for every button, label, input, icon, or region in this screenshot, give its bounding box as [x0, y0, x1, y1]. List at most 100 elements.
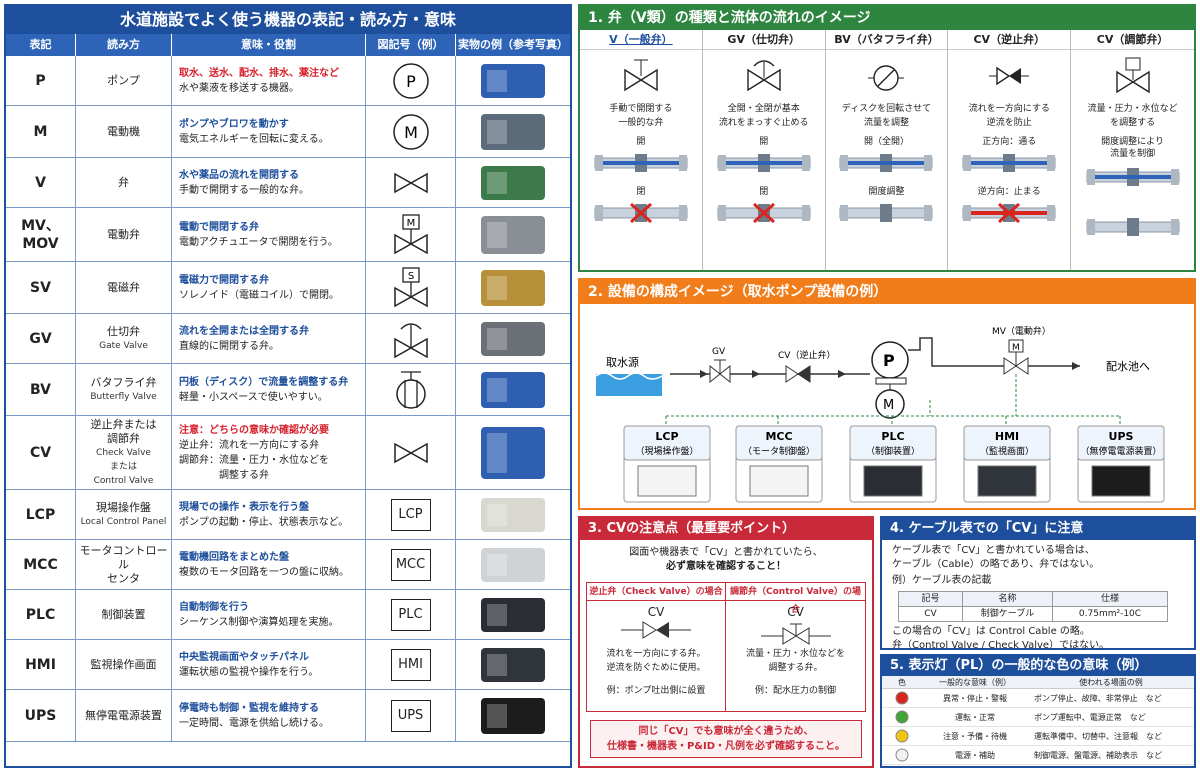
row-reading: 現場操作盤 Local Control Panel — [76, 490, 172, 539]
valve-state-2: 開度調整 — [868, 187, 905, 197]
cable-table: 記号 名称 仕様 CV 制御ケーブル 0.75mm²-10C — [898, 591, 1168, 622]
symbol-icon — [391, 438, 431, 468]
source-label: 取水源 — [606, 355, 639, 369]
box-name: HMI — [995, 430, 1019, 443]
table-row: V 弁 水や薬品の流れを開閉する 手動で開閉する一般的な弁。 — [6, 158, 570, 208]
row-meaning: 電動機回路をまとめた盤 複数のモータ回路を一つの盤に収納。 — [172, 540, 366, 589]
row-meaning: 取水、送水、配水、排水、薬注など 水や薬液を移送する機器。 — [172, 56, 366, 105]
row-symbol: LCP — [366, 490, 456, 539]
row-code: BV — [6, 364, 76, 415]
control-cv-label: CV — [787, 605, 804, 619]
motor-symbol-icon — [875, 389, 905, 419]
table-row: MCC モータコントロール センタ 電動機回路をまとめた盤 複数のモータ回路を一… — [6, 540, 570, 590]
svg-text:M: M — [404, 123, 418, 142]
cable-line-2: ケーブル（Cable）の略であり、弁ではない。 — [892, 559, 1100, 570]
equipment-box-mcc: MCC （モータ制御盤） — [735, 425, 823, 503]
row-symbol: HMI — [366, 640, 456, 689]
header-code: 表記 — [6, 34, 76, 56]
row-code: PLC — [6, 590, 76, 639]
row-meaning: 電動で開閉する弁 電動アクチュエータで開閉を行う。 — [172, 208, 366, 261]
box-sub: （監視画面） — [980, 445, 1034, 457]
row-photo — [456, 640, 570, 689]
equipment-box-lcp: LCP （現場操作盤） — [623, 425, 711, 503]
valve-column: CV（逆止弁） 流れを一方向にする 逆流を防止 正方向：通る 逆方向：止まる — [948, 30, 1072, 270]
row-meaning: 水や薬品の流れを開閉する 手動で開閉する一般的な弁。 — [172, 158, 366, 207]
row-photo — [456, 158, 570, 207]
row-reading: 仕切弁 Gate Valve — [76, 314, 172, 363]
table-header: 表記 読み方 意味・役割 図記号（例） 実物の例（参考写真） — [6, 34, 570, 56]
valve-column: CV（調節弁） 流量・圧力・水位など を調整する 開度調整により 流量を制御 — [1071, 30, 1194, 270]
header-symbol: 図記号（例） — [366, 34, 456, 56]
row-reading: 弁 — [76, 158, 172, 207]
equipment-photo-icon — [481, 165, 545, 200]
row-code: GV — [6, 314, 76, 363]
cv-label: CV（逆止弁） — [778, 349, 835, 361]
row-reading: 電動弁 — [76, 208, 172, 261]
cv-note-2: 仕様書・機器表・P&ID・凡例を必ず確認すること。 — [606, 741, 846, 752]
control-valve-desc: 流量・圧力・水位などを 調整する弁。 — [745, 649, 845, 673]
box-sub: （モータ制御盤） — [743, 445, 815, 457]
table-title: 水道施設でよく使う機器の表記・読み方・意味 — [6, 6, 570, 34]
row-symbol: MCC — [366, 540, 456, 589]
valve-column-head: CV（調節弁） — [1071, 30, 1194, 50]
row-code: CV — [6, 416, 76, 489]
pipe-open-icon — [591, 150, 691, 180]
valve-state-1: 開度調整により 流量を制御 — [1101, 137, 1164, 159]
valve-state-2: 逆方向：止まる — [977, 187, 1041, 197]
control-valve-symbol-icon — [760, 623, 831, 645]
box-name: UPS — [1109, 430, 1134, 443]
cable-foot-1: この場合の「CV」は Control Cable の略。 — [892, 626, 1090, 637]
row-photo — [456, 416, 570, 489]
row-photo — [456, 690, 570, 741]
row-meaning: 流れを全開または全閉する弁 直線的に開閉する弁。 — [172, 314, 366, 363]
lamp-use: ポンプ停止、故障、非常停止 など — [1034, 693, 1162, 703]
row-symbol — [366, 314, 456, 363]
equipment-photo-icon — [481, 321, 545, 356]
valve-symbol-icon — [989, 56, 1030, 100]
symbol-box: MCC — [390, 548, 431, 581]
lamp-meaning: 異常・停止・警報 — [943, 693, 1007, 703]
row-symbol — [366, 364, 456, 415]
lamp-color-icon — [895, 748, 909, 762]
row-symbol: UPS — [366, 690, 456, 741]
row-reading: バタフライ弁 Butterfly Valve — [76, 364, 172, 415]
equipment-table: 水道施設でよく使う機器の表記・読み方・意味 表記 読み方 意味・役割 図記号（例… — [4, 4, 572, 768]
cv-caution-panel: 3. CVの注意点（最重要ポイント） 図面や機器表で「CV」と書かれていたら、 … — [578, 516, 874, 768]
pipe-closed-icon — [1083, 214, 1183, 244]
dest-label: 配水池へ — [1106, 360, 1150, 373]
panel5-title: 5. 表示灯（PL）の一般的な色の意味（例） — [882, 656, 1194, 676]
box-sub: （現場操作盤） — [635, 445, 698, 457]
box-name: MCC — [765, 430, 792, 443]
box-sub: （無停電電源装置） — [1080, 445, 1161, 457]
cable-td-spec: 0.75mm²-10C — [1052, 606, 1168, 622]
lamp-meaning: 電源・補助 — [955, 750, 995, 760]
row-code: MCC — [6, 540, 76, 589]
lamp-rows: 異常・停止・警報 ポンプ停止、故障、非常停止 など 運転・正常 ポンプ運転中、電… — [882, 689, 1194, 765]
cable-example: 例）ケーブル表の記載 — [892, 575, 992, 586]
pipe-closed-icon — [714, 200, 814, 230]
row-reading: 制御装置 — [76, 590, 172, 639]
symbol-icon: M — [391, 112, 431, 152]
table-row: UPS 無停電電源装置 停電時も制御・監視を維持する 一定時間、電源を供給し続け… — [6, 690, 570, 742]
equipment-photo-icon — [481, 497, 545, 532]
valve-column-desc: 手動で開閉する 一般的な弁 — [609, 104, 673, 128]
row-meaning: 現場での操作・表示を行う盤 ポンプの起動・停止、状態表示など。 — [172, 490, 366, 539]
svg-text:S: S — [407, 271, 413, 282]
valve-column: BV（バタフライ弁） ディスクを回転させて 流量を調整 開（全開） 開度調整 — [825, 30, 949, 270]
row-photo — [456, 490, 570, 539]
row-photo — [456, 590, 570, 639]
table-row: M 電動機 ポンプやブロワを動かす 電気エネルギーを回転に変える。 M — [6, 106, 570, 158]
equipment-photo-icon — [481, 597, 545, 632]
pipe-open-icon — [836, 150, 936, 180]
cable-td-code: CV — [898, 606, 963, 622]
table-row: SV 電磁弁 電磁力で開閉する弁 ソレノイド（電磁コイル）で開閉。 S — [6, 262, 570, 314]
table-row: HMI 監視操作画面 中央監視画面やタッチパネル 運転状態の監視や操作を行う。 … — [6, 640, 570, 690]
lamp-use: 制御電源、盤電源、補助表示 など — [1034, 750, 1162, 760]
pilot-lamp-panel: 5. 表示灯（PL）の一般的な色の意味（例） 色 一般的な意味（例） 使われる場… — [880, 654, 1196, 768]
motor-valve-symbol-icon — [1003, 339, 1029, 375]
check-cv-label: CV — [647, 605, 665, 619]
valve-state-1: 正方向：通る — [982, 137, 1037, 147]
row-symbol: S — [366, 262, 456, 313]
valve-state-1: 開（全開） — [863, 137, 909, 147]
system-diagram-panel: 2. 設備の構成イメージ（取水ポンプ設備の例） 取水源 GV CV（逆止弁） P — [578, 278, 1196, 510]
